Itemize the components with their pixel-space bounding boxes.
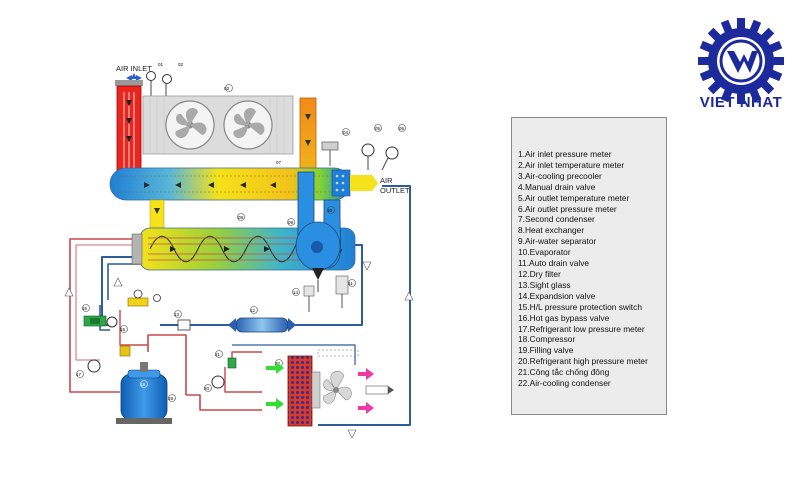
callout-6: 06 [399, 126, 405, 131]
callout-19: 19 [168, 396, 174, 401]
callout-2: 02 [178, 62, 184, 67]
refrigerant-piping [69, 185, 411, 426]
viet-nhat-logo-icon [698, 18, 784, 104]
precooler-fan-right-icon [223, 100, 273, 150]
auto-drain-valve: 11 14 [292, 275, 356, 312]
air-cooling-condenser: 22 [266, 349, 394, 427]
air-outlet: AIR OUTLET [331, 169, 410, 197]
sight-glass: 13 [174, 310, 191, 331]
high-pressure-gauge-icon [211, 375, 225, 389]
air-dryer-flow-diagram: AIR INLET 01 02 [64, 62, 414, 439]
legend-item: 8.Heat exchanger [518, 225, 585, 236]
warm-air-column [299, 97, 317, 171]
legend-item: 16.Hot gas bypass valve [518, 312, 610, 323]
legend-item: 21.Công tắc chống đông [518, 367, 610, 378]
air-cooling-precooler: 03 [142, 84, 294, 155]
manual-drain-valve: 04 [321, 128, 350, 166]
callout-16: 16 [120, 327, 126, 332]
legend-item: 18.Compressor [518, 334, 576, 345]
precooler-fan-left-icon [165, 100, 215, 150]
callout-15: 15 [82, 306, 88, 311]
air-outlet-temperature-meter-icon [361, 143, 375, 157]
callout-18: 18 [140, 382, 146, 387]
callout-4: 04 [343, 130, 349, 135]
legend-item: 7.Second condenser [518, 214, 595, 225]
inlet-gauges: 01 02 [146, 62, 184, 96]
air-water-separator: 09 10 [287, 171, 341, 292]
callout-5: 05 [375, 126, 381, 131]
callout-11: 11 [348, 281, 353, 286]
legend-item: 12.Dry filter [518, 268, 561, 279]
pressure-protection-switch: 15 16 [82, 304, 131, 357]
legend-item: 14.Expandsion valve [518, 290, 596, 301]
expansion-valve [127, 289, 161, 307]
refrigerant-low-pressure-meter: 17 [76, 359, 101, 378]
filling-valve: 19 [168, 394, 176, 402]
legend-item: 13.Sight glass [518, 279, 571, 290]
legend-list: 1.Air inlet pressure meter 2.Air inlet t… [518, 149, 666, 389]
callout-7: 07 [276, 160, 282, 165]
legend-panel: 1.Air inlet pressure meter 2.Air inlet t… [511, 117, 667, 415]
air-outlet-label-line-1: AIR [380, 176, 393, 185]
callout-8: 08 [238, 215, 244, 220]
refrigerant-high-pressure-meter: 20 [204, 375, 225, 392]
callout-13: 13 [174, 312, 180, 317]
air-inlet-pressure-meter-icon [146, 71, 156, 81]
air-outlet-pressure-meter-icon [385, 146, 399, 160]
legend-item: 22.Air-cooling condenser [518, 378, 611, 389]
compressor: 18 [116, 362, 172, 424]
air-outlet-label-line-2: OUTLET [380, 186, 410, 195]
legend-item: 15.H/L pressure protection switch [518, 301, 642, 312]
callout-3: 03 [224, 86, 230, 91]
callout-1: 01 [158, 62, 164, 67]
legend-item: 5.Air outlet temperature meter [518, 192, 630, 203]
legend-item: 20.Refrigerant high pressure meter [518, 356, 648, 367]
legend-item: 11.Auto drain valve [518, 258, 590, 269]
callout-10: 10 [327, 208, 333, 213]
callout-12: 12 [250, 308, 256, 313]
callout-17: 17 [76, 372, 82, 377]
callout-14: 14 [293, 290, 299, 295]
legend-item: 1.Air inlet pressure meter [518, 149, 612, 159]
anti-freeze-switch: 21 [215, 350, 237, 369]
legend-item: 4.Manual drain valve [518, 181, 596, 192]
air-inlet-temperature-meter-icon [162, 74, 172, 84]
legend-item: 17.Refrigerant low pressure meter [518, 323, 645, 334]
outlet-gauges: 05 06 [361, 124, 406, 171]
legend-item: 3.Air-cooling precooler [518, 170, 602, 181]
dry-filter: 12 [228, 306, 296, 333]
callout-20: 20 [204, 386, 210, 391]
air-inlet-arrows [126, 73, 142, 81]
brand-name: VIET NHAT [699, 94, 783, 111]
flow-arrows [64, 261, 414, 439]
legend-item: 9.Air-water separator [518, 236, 597, 247]
low-pressure-gauge-icon [87, 359, 101, 373]
legend-item: 6.Air outlet pressure meter [518, 203, 617, 214]
legend-item: 2.Air inlet temperature meter [518, 159, 625, 170]
legend-item: 19.Filling valve [518, 345, 574, 356]
callout-9: 09 [288, 220, 294, 225]
air-inlet-label: AIR INLET [116, 64, 152, 73]
callout-21: 21 [215, 352, 221, 357]
condenser-fan-icon [311, 370, 352, 409]
legend-item: 10.Evaporator [518, 247, 571, 258]
